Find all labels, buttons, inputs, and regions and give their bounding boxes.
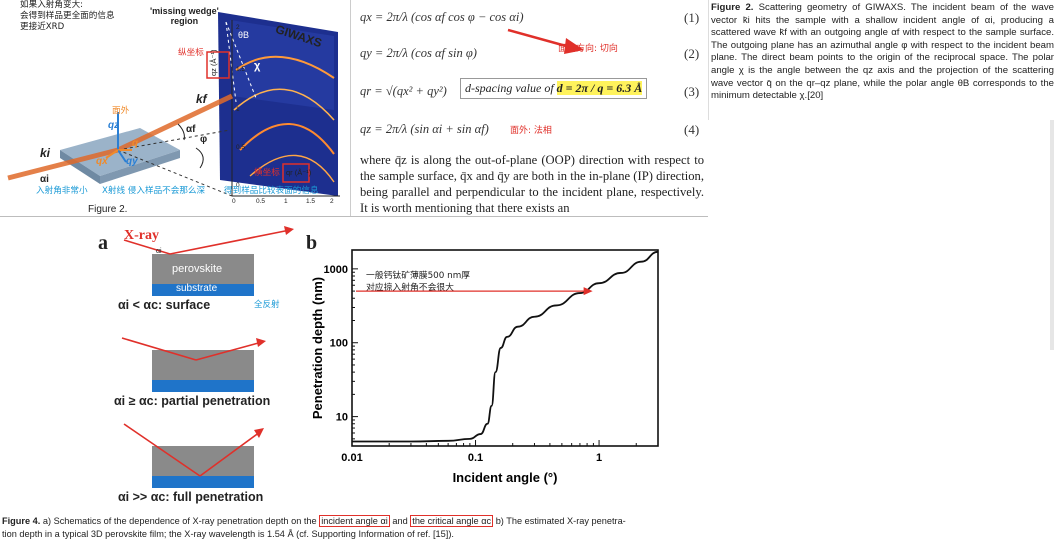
equations-panel: qx = 2π/λ (cos αf cos φ − cos αi) (1) qy… bbox=[354, 0, 706, 216]
panel-b-letter: b bbox=[306, 232, 318, 254]
substrate-layer bbox=[152, 284, 254, 296]
diffraction-ring bbox=[235, 55, 335, 79]
detector-tick-bottom: 0.5 bbox=[256, 198, 266, 205]
qx-vector-label: qx bbox=[96, 156, 108, 167]
plot-frame bbox=[351, 249, 659, 447]
fig4-caption-line2: tion depth in a typical 3D perovskite fi… bbox=[2, 528, 454, 539]
top-separator bbox=[0, 216, 708, 217]
equation-1-number: (1) bbox=[684, 10, 700, 25]
bottom-note-shallow: X射线 侵入样品不会那么深 bbox=[102, 186, 206, 196]
critical-angle-box: the critical angle αc bbox=[410, 515, 494, 527]
missing-wedge-label: 'missing wedge' region bbox=[150, 6, 219, 26]
fig2-caption-lead: Figure 2. bbox=[711, 2, 754, 13]
incident-beam bbox=[7, 147, 119, 181]
panel-b-note: 一般钙钛矿薄膜500 nm厚 对应掠入射角不会很大 bbox=[366, 271, 471, 293]
dspacing-highlight: d = 2π / q = 6.3 Å bbox=[556, 81, 643, 95]
equation-4-number: (4) bbox=[684, 122, 700, 137]
detector-tick-bottom: 1 bbox=[284, 198, 288, 205]
fig4-caption-line1: Figure 4. a) Schematics of the dependenc… bbox=[2, 515, 626, 527]
case-partial: αi ≥ αc: partial penetration bbox=[114, 394, 271, 408]
equation-3: qr = √(qx² + qy²) bbox=[360, 84, 447, 98]
equation-2-number: (2) bbox=[684, 46, 700, 61]
chi-label: χ bbox=[254, 60, 261, 72]
qz-axis-label: qz (Å⁻¹) bbox=[209, 49, 218, 76]
alpha-i-label: αi bbox=[40, 174, 49, 185]
y-tick-label: 1000 bbox=[324, 264, 348, 276]
x-tick-label: 0.01 bbox=[341, 452, 362, 464]
giwaxs-geometry-svg bbox=[7, 12, 340, 197]
qz-axis-box bbox=[206, 51, 230, 79]
diffraction-ring bbox=[249, 154, 335, 183]
in-plane-arrow bbox=[507, 28, 584, 54]
panel-a-letter: a bbox=[98, 232, 108, 254]
right-bottom-blank bbox=[708, 120, 1056, 541]
qr-axis-label: qr (Å⁻¹) bbox=[286, 168, 312, 177]
detector-tick-right: 0.5 bbox=[236, 144, 246, 151]
equation-2: qy = 2π/λ (cos αf sin φ) bbox=[360, 46, 477, 60]
giwaxs-geometry-figure: 如果入射角变大: 会得到样品更全面的信息 更接近XRD 'missing wed… bbox=[0, 0, 351, 217]
q-vector-label: q bbox=[132, 138, 139, 149]
panel-b: b 一般钙钛矿薄膜500 nm厚 对应掠入射角不会很大 0.01 0.1 1 10 10… bbox=[300, 218, 708, 510]
scrollbar-track[interactable] bbox=[1050, 120, 1054, 350]
equation-1: qx = 2π/λ (cos αf cos φ − cos αi) bbox=[360, 10, 524, 24]
outgoing-beam bbox=[116, 93, 234, 153]
alpha-f-label: αf bbox=[186, 124, 196, 135]
detector-tick-right: 1 bbox=[236, 106, 240, 113]
x-tick-label: 0.1 bbox=[468, 452, 483, 464]
horizontal-axis-note: 横坐标 bbox=[254, 168, 280, 178]
large-angle-note: 如果入射角变大: 会得到样品更全面的信息 更接近XRD bbox=[20, 0, 115, 32]
body-paragraph: where q̄z is along the out-of-plane (OOP… bbox=[360, 153, 704, 215]
detector-tick-bottom: 0 bbox=[232, 198, 236, 205]
incident-angle-box: incident angle αi bbox=[319, 515, 390, 527]
kf-label: kf bbox=[196, 92, 207, 106]
detector-tick-right: 2 bbox=[236, 24, 240, 31]
case-surface: αi < αc: surface bbox=[118, 298, 211, 312]
ki-label: ki bbox=[40, 146, 51, 160]
bottom-note-surface: 得到样品比较表面的信息 bbox=[224, 186, 319, 196]
figure2-label: Figure 2. bbox=[88, 204, 128, 215]
diffraction-ring bbox=[239, 123, 335, 155]
bottom-note-small-angle: 入射角非常小 bbox=[36, 186, 88, 196]
x-axis-label: Incident angle (°) bbox=[453, 470, 558, 485]
y-tick-label: 100 bbox=[330, 338, 348, 350]
y-tick-label: 10 bbox=[336, 412, 348, 424]
x-tick-label: 1 bbox=[596, 452, 602, 464]
annotation-arrow-head bbox=[583, 287, 593, 296]
y-axis-label: Penetration depth (nm) bbox=[310, 277, 325, 419]
in-plane-note: 面内方向: 切向 bbox=[558, 44, 618, 54]
detector-tick-right: 1.5 bbox=[236, 66, 246, 73]
dspacing-box: d-spacing value of d = 2π / q = 6.3 Å bbox=[460, 78, 648, 99]
equation-3-number: (3) bbox=[684, 84, 700, 99]
substrate-label: substrate bbox=[176, 283, 218, 294]
theta-b-label: θB bbox=[238, 30, 250, 40]
xray-label: X-ray bbox=[124, 228, 159, 243]
penetration-schematics-svg bbox=[121, 226, 294, 488]
penetration-depth-curve bbox=[352, 250, 659, 443]
out-of-plane-note: 面外 bbox=[112, 106, 130, 116]
equation-4: qz = 2π/λ (sin αi + sin αf) bbox=[360, 122, 489, 136]
diffraction-ring bbox=[233, 88, 335, 121]
vertical-axis-note: 纵坐标 bbox=[178, 48, 204, 58]
out-of-plane-normal-note: 面外: 法相 bbox=[510, 126, 552, 136]
total-reflection-note: 全反射 bbox=[254, 300, 280, 310]
perovskite-layer bbox=[152, 254, 254, 284]
detector-tick-bottom: 2 bbox=[330, 198, 334, 205]
detector-tick-bottom: 1.5 bbox=[306, 198, 316, 205]
panel-a: a X-ray αi perovskite substrate αi < αc:… bbox=[0, 218, 300, 510]
phi-label: φ bbox=[200, 134, 208, 145]
fig4-caption: Figure 4. a) Schematics of the dependenc… bbox=[2, 515, 706, 540]
qy-vector-label: qy bbox=[126, 156, 138, 167]
fig2-caption: Figure 2. Scattering geometry of GIWAXS.… bbox=[711, 2, 1054, 103]
fig2-caption-panel: Figure 2. Scattering geometry of GIWAXS.… bbox=[708, 0, 1056, 120]
fig2-caption-text: Scattering geometry of GIWAXS. The incid… bbox=[711, 2, 1054, 102]
qr-axis-box bbox=[282, 163, 310, 183]
case-full: αi >> αc: full penetration bbox=[118, 490, 264, 504]
perovskite-label: perovskite bbox=[172, 263, 223, 275]
qz-vector-label: qz bbox=[108, 120, 120, 131]
detector-tick-right: 0 bbox=[236, 182, 240, 189]
alpha-i-small-label: αi bbox=[156, 248, 162, 255]
